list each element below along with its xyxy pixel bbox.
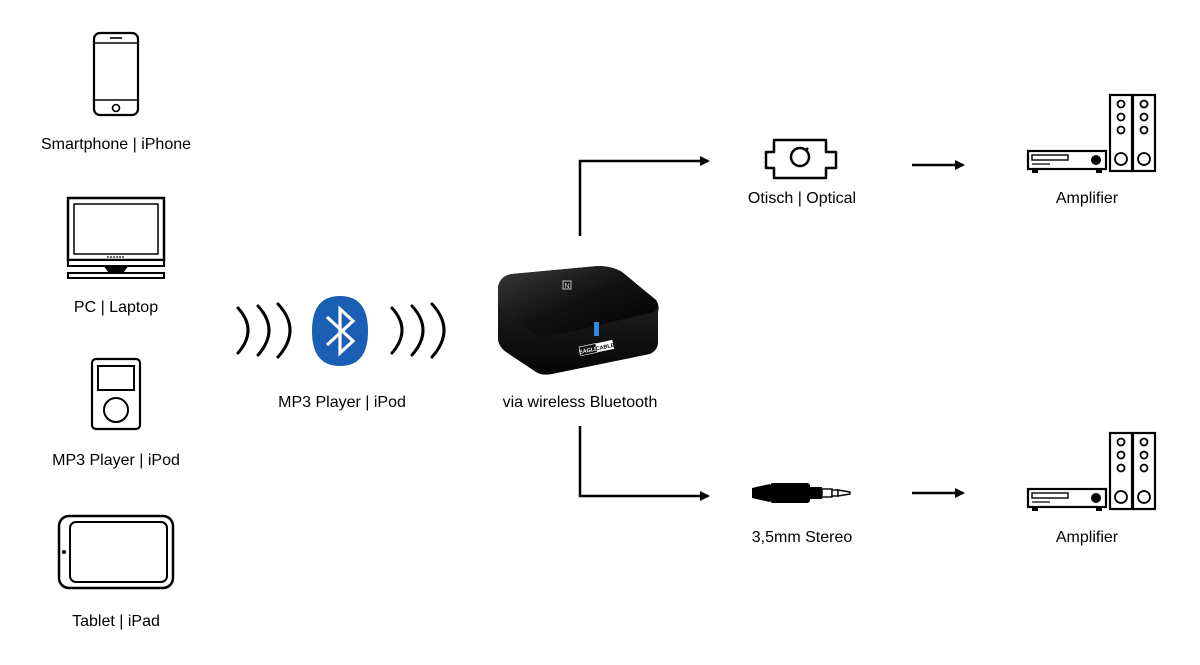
output-connector-label-stereo: 3,5mm Stereo: [751, 529, 853, 546]
tablet-icon: [57, 514, 175, 590]
receiver-label: via wireless Bluetooth: [502, 394, 658, 411]
source-label-mp3: MP3 Player | iPod: [52, 452, 180, 469]
amplifier-speakers-icon: [1026, 431, 1157, 511]
bluetooth-icon: [312, 296, 368, 366]
receiver-brand-right: CABLE: [595, 343, 615, 353]
flow-connector-top: [578, 156, 710, 236]
source-label-smartphone: Smartphone | iPhone: [40, 136, 192, 153]
monitor-icon: [66, 196, 166, 279]
flow-connector-bottom: [578, 426, 710, 501]
sound-waves-right-icon: [390, 302, 446, 359]
optical-connector-icon: [764, 138, 838, 180]
source-label-tablet: Tablet | iPad: [72, 613, 160, 630]
output-device-label-bottom: Amplifier: [1055, 529, 1119, 546]
output-device-label-top: Amplifier: [1055, 190, 1119, 207]
receiver-brand-left: EAGLE: [579, 346, 599, 356]
sound-waves-left-icon: [236, 302, 292, 359]
stereo-jack-icon: [752, 483, 851, 503]
receiver-icon: N EAGLE CABLE: [498, 266, 659, 375]
mp3-player-icon: [90, 357, 142, 431]
smartphone-icon: [92, 31, 140, 117]
svg-text:N: N: [564, 283, 569, 290]
bluetooth-label: MP3 Player | iPod: [278, 394, 406, 411]
source-label-pc: PC | Laptop: [73, 299, 159, 316]
output-connector-label-optical: Otisch | Optical: [747, 190, 857, 207]
amplifier-speakers-icon: [1026, 93, 1157, 173]
